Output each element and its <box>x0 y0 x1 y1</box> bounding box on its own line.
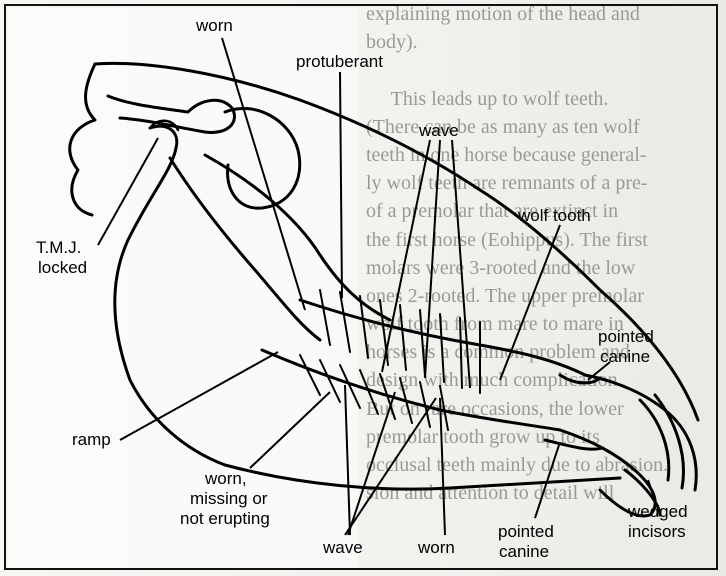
figure-border <box>4 4 718 570</box>
